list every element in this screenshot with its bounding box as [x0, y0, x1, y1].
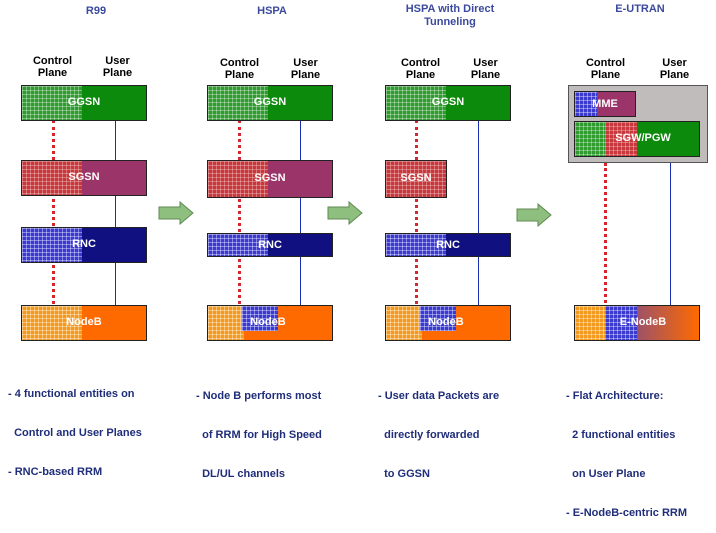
note-line: - 4 functional entities on [8, 388, 135, 400]
ggsn-control-part [22, 86, 82, 120]
hspadt-control-link [415, 120, 418, 310]
eutran-user-link [670, 163, 671, 308]
nodeb-rrm-part [242, 306, 278, 331]
hspadt-nodeb-box: NodeB [385, 305, 511, 341]
note-line: of RRM for High Speed [196, 429, 322, 441]
ggsn-control-part [208, 86, 268, 120]
note-line: - User data Packets are [378, 390, 500, 402]
note-line: - Flat Architecture: [566, 390, 664, 402]
hspa-rnc-box: RNC [207, 233, 333, 257]
sgsn-control-part [208, 161, 268, 197]
hspa-user-plane-label: User Plane [290, 57, 321, 81]
r99-notes: - 4 functional entities on Control and U… [8, 362, 188, 492]
hspa-notes: - Node B performs most of RRM for High S… [196, 364, 366, 494]
r99-rnc-box: RNC [21, 227, 147, 263]
nodeb-rrm-part [420, 306, 456, 331]
sgsn-control-part [22, 161, 82, 195]
hspa-control-plane-label: Control Plane [219, 57, 260, 81]
sgw-control-part [575, 122, 607, 156]
eutran-enodeb-box: E-NodeB [574, 305, 700, 341]
transition-arrow-1 [158, 201, 194, 225]
transition-arrow-3 [516, 203, 552, 227]
hspa-user-link [300, 120, 301, 310]
rnc-control-part [208, 234, 268, 256]
note-line: to GGSN [378, 468, 430, 480]
note-line: Control and User Planes [8, 427, 142, 439]
note-line: - Node B performs most [196, 390, 322, 402]
hspadt-sgsn-box: SGSN [385, 160, 447, 198]
r99-user-link [115, 120, 116, 310]
hspadt-notes: - User data Packets are directly forward… [378, 364, 548, 494]
title-r99: R99 [85, 5, 107, 17]
hspa-nodeb-box: NodeB [207, 305, 333, 341]
hspa-sgsn-box: SGSN [207, 160, 333, 198]
hspadt-user-link [478, 120, 479, 310]
hspadt-rnc-box: RNC [385, 233, 511, 257]
eutran-mme-box: MME [574, 91, 636, 117]
enodeb-rrm-part [605, 306, 637, 340]
r99-nodeb-label: NodeB [66, 316, 102, 328]
transition-arrow-2 [327, 201, 363, 225]
rnc-control-part [386, 234, 446, 256]
eutran-mme-label: MME [592, 98, 618, 110]
r99-ggsn-label: GGSN [67, 96, 101, 108]
mme-control-part [575, 92, 597, 116]
r99-user-plane-label: User Plane [102, 55, 133, 79]
hspadt-ggsn-label: GGSN [431, 96, 465, 108]
hspa-ggsn-box: GGSN [207, 85, 333, 121]
r99-sgsn-label: SGSN [68, 171, 100, 183]
hspa-control-link [238, 120, 241, 310]
eutran-enodeb-label: E-NodeB [619, 316, 667, 328]
hspadt-nodeb-label: NodeB [428, 316, 464, 328]
eutran-sgw-label: SGW/PGW [615, 132, 671, 144]
note-line: DL/UL channels [196, 468, 286, 480]
r99-control-plane-label: Control Plane [32, 55, 73, 79]
nodeb-control-part [208, 306, 244, 340]
title-hspa: HSPA [257, 5, 287, 17]
note-line: directly forwarded [378, 429, 480, 441]
sgw-sgsn-part [605, 122, 637, 156]
nodeb-control-part [22, 306, 82, 340]
hspa-ggsn-label: GGSN [253, 96, 287, 108]
hspa-sgsn-label: SGSN [254, 172, 286, 184]
hspadt-control-plane-label: Control Plane [400, 57, 441, 81]
r99-sgsn-box: SGSN [21, 160, 147, 196]
note-line: on User Plane [566, 468, 646, 480]
note-line: - E-NodeB-centric RRM [566, 507, 688, 519]
title-eutran: E-UTRAN [615, 3, 665, 15]
title-hspa-dt: HSPA with Direct Tunneling [405, 3, 495, 28]
nodeb-control-part [386, 306, 422, 340]
note-line: 2 functional entities [566, 429, 676, 441]
eutran-user-plane-label: User Plane [659, 57, 690, 81]
hspadt-sgsn-label: SGSN [400, 172, 432, 184]
sgsn-control-part [386, 161, 446, 197]
r99-control-link [52, 120, 55, 310]
eutran-notes: - Flat Architecture: 2 functional entiti… [566, 364, 714, 533]
r99-rnc-label: RNC [72, 238, 96, 250]
note-line: - RNC-based RRM [8, 466, 103, 478]
ggsn-control-part [386, 86, 446, 120]
eutran-control-plane-label: Control Plane [585, 57, 626, 81]
hspadt-rnc-label: RNC [436, 239, 460, 251]
hspadt-user-plane-label: User Plane [470, 57, 501, 81]
hspadt-ggsn-box: GGSN [385, 85, 511, 121]
r99-nodeb-box: NodeB [21, 305, 147, 341]
eutran-control-link [604, 163, 607, 308]
enodeb-control-part [575, 306, 607, 340]
r99-ggsn-box: GGSN [21, 85, 147, 121]
eutran-core-container: MME SGW/PGW [568, 85, 708, 163]
hspa-nodeb-label: NodeB [250, 316, 286, 328]
hspa-rnc-label: RNC [258, 239, 282, 251]
rnc-control-part [22, 228, 82, 262]
eutran-sgw-box: SGW/PGW [574, 121, 700, 157]
